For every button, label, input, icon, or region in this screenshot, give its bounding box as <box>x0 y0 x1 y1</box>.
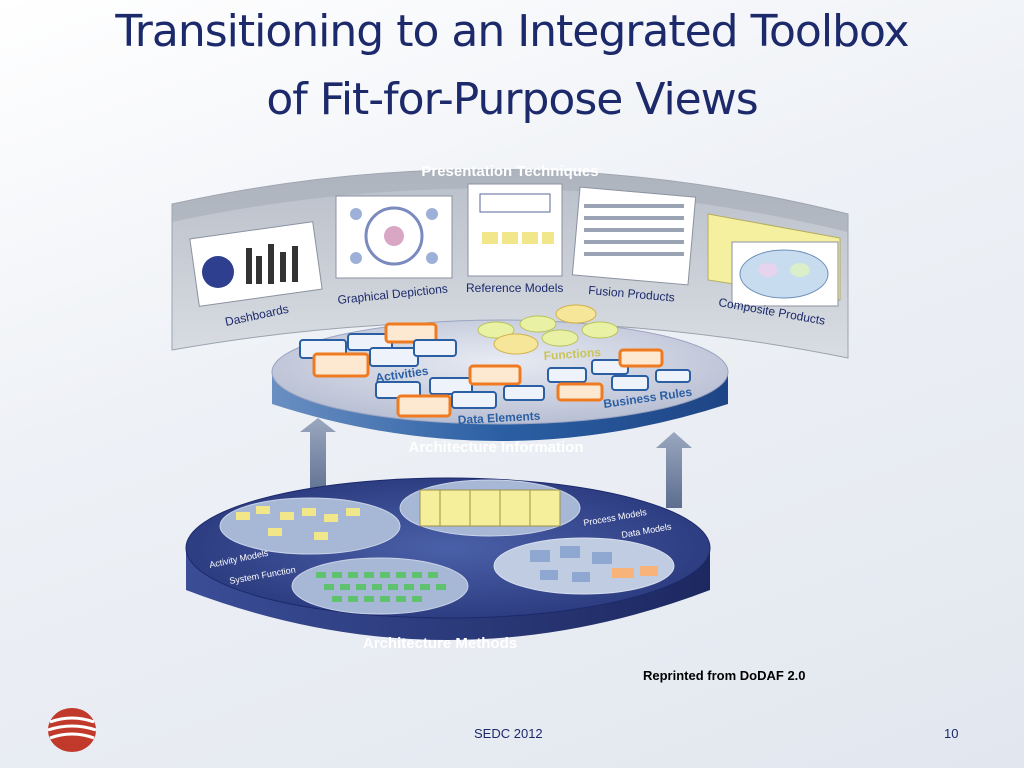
activity-cards <box>299 322 457 378</box>
graphical-depictions-thumbnail <box>335 195 453 279</box>
right-arrow <box>656 432 692 508</box>
architecture-information-label: Architecture Information <box>408 439 583 456</box>
business-rule-cards <box>547 348 691 402</box>
architecture-methods-label: Architecture Methods <box>363 635 517 652</box>
footer-label: SEDC 2012 <box>474 726 543 741</box>
presentation-header: Presentation Techniques <box>421 163 598 180</box>
dashboards-thumbnail <box>189 221 323 307</box>
fusion-products-thumbnail <box>571 186 697 286</box>
functions-label: Functions <box>543 345 601 363</box>
data-elements-label: Data Elements <box>457 409 541 427</box>
presentation-panel-band <box>172 169 848 232</box>
title-line-1: Transitioning to an Integrated Toolbox <box>115 6 909 57</box>
page-number: 10 <box>944 726 959 741</box>
function-circles <box>477 304 619 355</box>
composite-products-thumbnail <box>707 213 841 307</box>
title-line-2: of Fit-for-Purpose Views <box>266 74 758 125</box>
data-element-cards <box>375 364 545 418</box>
data-models-window <box>493 537 675 595</box>
sedc-logo-icon <box>47 708 97 752</box>
system-function-window <box>291 557 469 615</box>
reference-models-thumbnail <box>467 183 563 277</box>
activity-models-window <box>219 497 401 555</box>
process-models-window <box>399 479 581 537</box>
left-arrow <box>300 418 336 500</box>
credit-text: Reprinted from DoDAF 2.0 <box>643 668 806 683</box>
reference-models-label: Reference Models <box>466 281 563 295</box>
